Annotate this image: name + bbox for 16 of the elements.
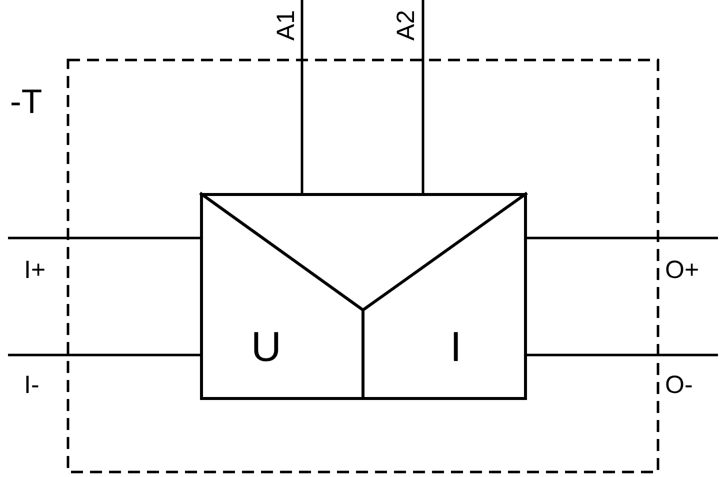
terminal-label: A1	[274, 10, 299, 41]
terminal-label: A2	[394, 10, 419, 41]
terminal-label: O+	[665, 258, 700, 283]
converter-letter: I	[450, 326, 462, 368]
terminal-line	[8, 236, 200, 240]
terminal-label: I+	[24, 258, 46, 283]
terminal-label: O-	[665, 373, 693, 398]
terminal-line	[527, 236, 718, 240]
converter-symbol	[200, 193, 527, 400]
terminal-line	[8, 354, 200, 356]
terminal-line	[527, 354, 718, 356]
terminal-line	[300, 0, 304, 193]
terminal-label: I-	[24, 373, 40, 398]
device-designation: -T	[10, 85, 42, 119]
terminal-line	[422, 0, 424, 193]
converter-letter: U	[251, 326, 282, 368]
